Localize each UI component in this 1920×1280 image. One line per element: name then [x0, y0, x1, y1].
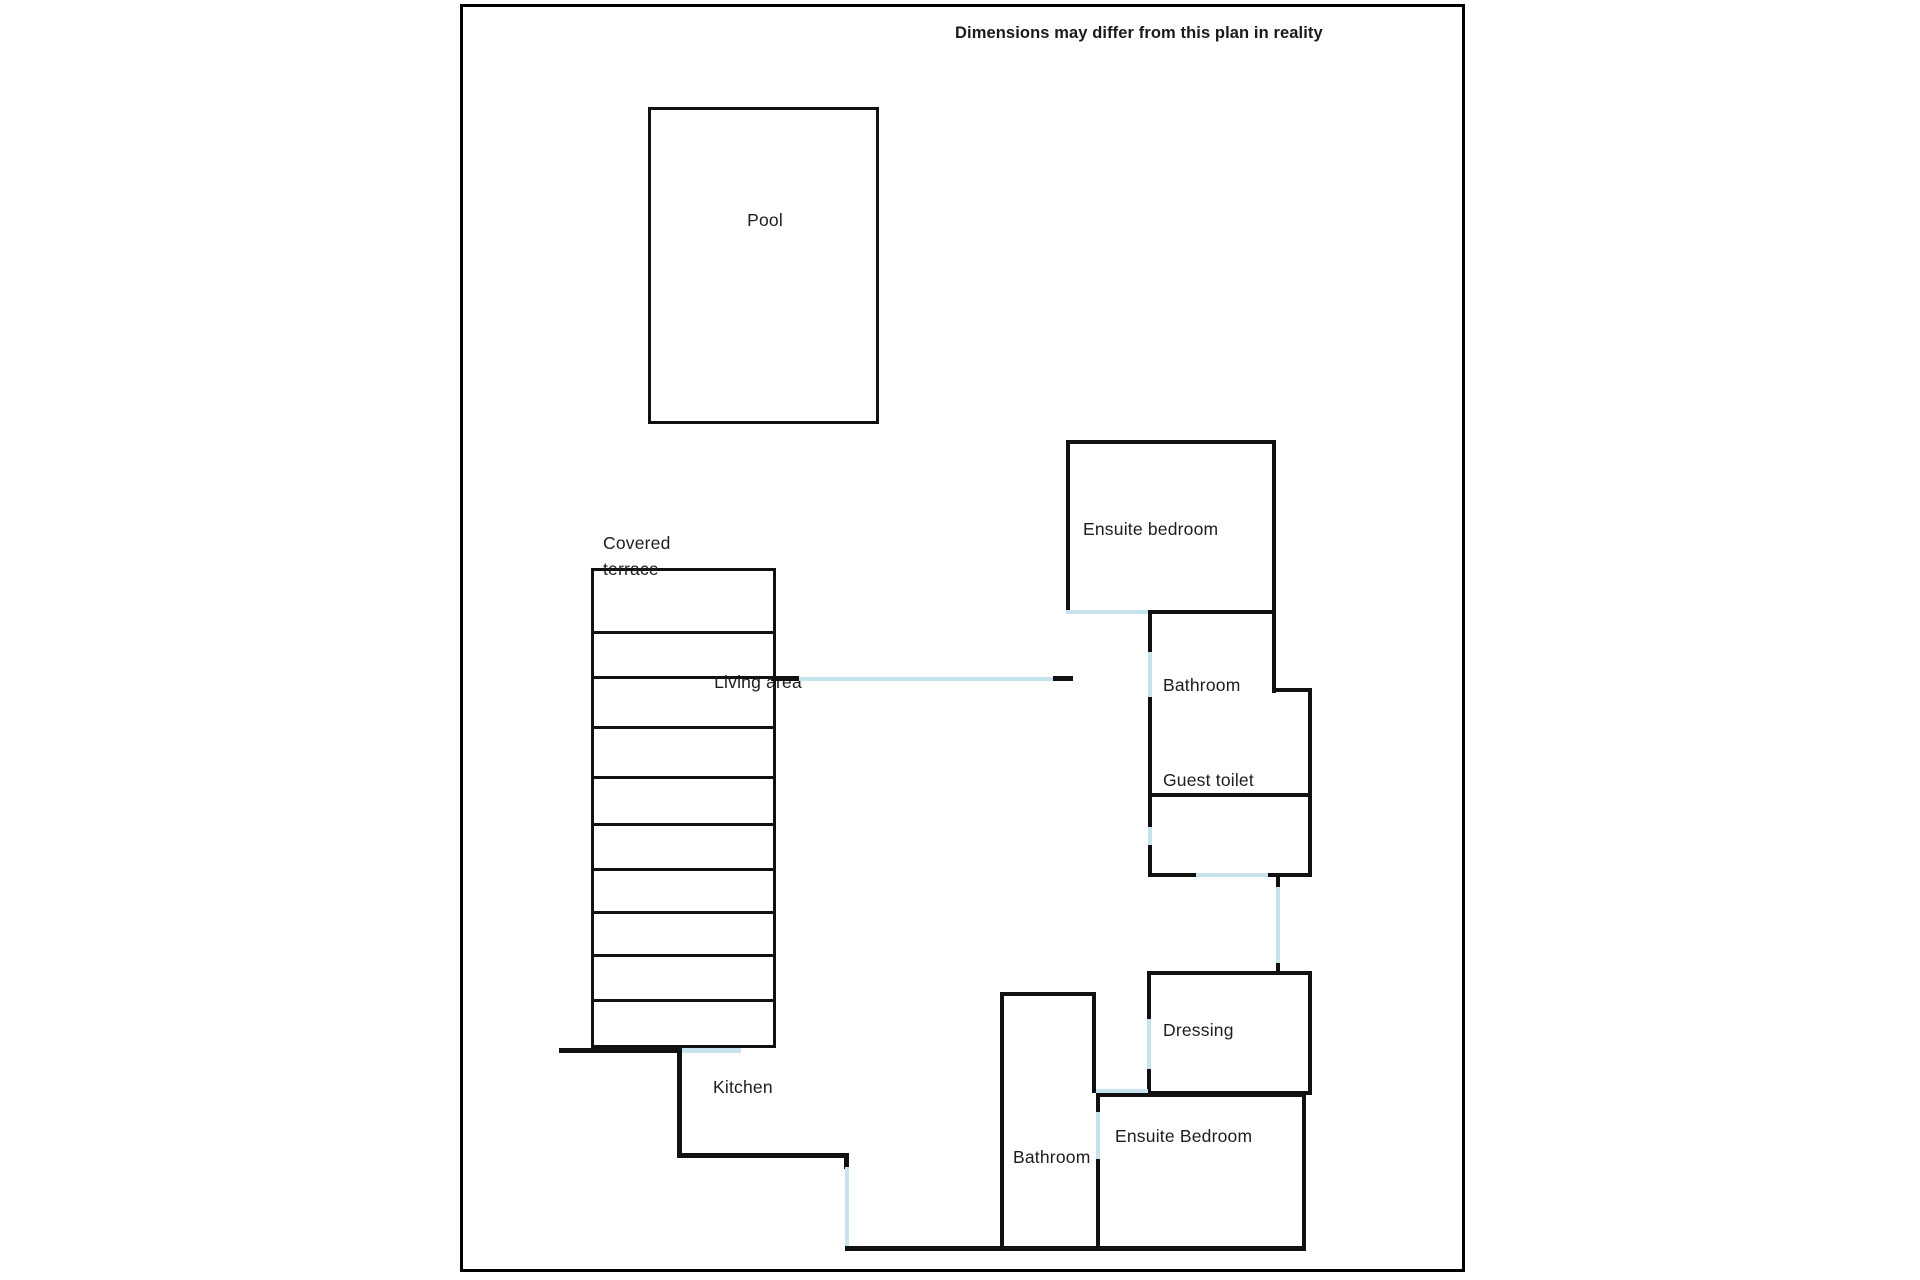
wall-dressing-north — [1147, 971, 1312, 975]
wall-ensuite-top-north — [1066, 440, 1276, 444]
terrace-slat — [594, 823, 773, 826]
corridor-terrace-to-bedroom — [799, 677, 1059, 681]
wall-bathroom-lower-south — [1000, 1246, 1096, 1251]
wall-kitchen-west — [677, 1048, 682, 1158]
room-label-pool: Pool — [747, 210, 783, 230]
wall-guest-toilet-south-a — [1148, 873, 1196, 877]
room-label-dressing: Dressing — [1163, 1020, 1234, 1040]
door-guest-toilet-west — [1148, 827, 1152, 849]
wall-bathroom-upper-east — [1308, 688, 1312, 796]
terrace-slat — [594, 868, 773, 871]
terrace-slat — [594, 676, 773, 679]
wall-bathroom-upper-south — [1148, 793, 1312, 797]
terrace-slat — [594, 911, 773, 914]
wall-living-south — [845, 1246, 1003, 1251]
wall-terrace-door-stub-right — [1053, 676, 1073, 681]
wall-dressing-west-a — [1147, 971, 1151, 1023]
wall-guest-toilet-west-b — [1148, 845, 1152, 877]
wall-bathroom-upper-step — [1272, 688, 1312, 692]
corridor-dressing-west-link — [1096, 1089, 1148, 1093]
corridor-guest-toilet-to-dressing — [1276, 887, 1280, 969]
wall-kitchen-north-left — [559, 1048, 681, 1053]
wall-ensuite-bottom-north — [1100, 1093, 1306, 1097]
room-label-living-area: Living area — [714, 672, 802, 692]
wall-ensuite-top-east — [1272, 440, 1276, 693]
wall-corridor-stub-bottom — [1276, 963, 1280, 975]
door-ensuite-bottom-west — [1096, 1112, 1100, 1162]
room-label-kitchen: Kitchen — [713, 1077, 773, 1097]
wall-bathroom-lower-east — [1092, 992, 1096, 1093]
room-label-guest-toilet: Guest toilet — [1163, 770, 1254, 790]
terrace-slat — [594, 776, 773, 779]
wall-terrace-door-stub-left — [771, 676, 799, 681]
wall-kitchen-south — [677, 1153, 849, 1158]
wall-ensuite-top-west — [1066, 440, 1070, 613]
door-bathroom-upper-west — [1148, 652, 1152, 702]
wall-bathroom-lower-west — [1000, 992, 1004, 1250]
room-label-bathroom-upper: Bathroom — [1163, 675, 1241, 695]
room-label-bathroom-lower: Bathroom — [1013, 1147, 1091, 1167]
plan-disclaimer-text: Dimensions may differ from this plan in … — [955, 24, 1323, 42]
wall-ensuite-bottom-south — [1096, 1246, 1306, 1251]
wall-dressing-east — [1308, 971, 1312, 1095]
wall-kitchen-east-stub — [844, 1153, 849, 1169]
wall-ensuite-bottom-west-a — [1096, 1093, 1100, 1117]
room-label-covered-terrace-line1: Covered — [603, 533, 671, 553]
room-covered-terrace — [591, 568, 776, 1048]
wall-dressing-west-b — [1147, 1069, 1151, 1095]
wall-ensuite-bottom-east — [1302, 1093, 1306, 1250]
room-pool — [648, 107, 879, 424]
room-label-ensuite-bedroom-top: Ensuite bedroom — [1083, 519, 1219, 539]
terrace-slat — [594, 999, 773, 1002]
wall-guest-toilet-east — [1308, 793, 1312, 877]
wall-ensuite-bottom-west-b — [1096, 1159, 1100, 1250]
wall-guest-toilet-west-a — [1148, 793, 1152, 833]
door-living-to-bathroom-upper — [1066, 610, 1148, 614]
wall-bathroom-upper-west-b — [1148, 697, 1152, 793]
door-kitchen-east — [845, 1167, 849, 1246]
terrace-slat — [594, 631, 773, 634]
door-dressing-west — [1147, 1019, 1151, 1075]
wall-corridor-stub-top — [1276, 873, 1280, 889]
wall-guest-toilet-south-b — [1268, 873, 1312, 877]
wall-bathroom-lower-north — [1000, 992, 1096, 996]
terrace-slat — [594, 954, 773, 957]
door-guest-toilet-south — [1196, 873, 1268, 877]
wall-ensuite-top-south — [1148, 610, 1276, 614]
room-label-ensuite-bedroom-bottom: Ensuite Bedroom — [1115, 1126, 1253, 1146]
plan-frame: Dimensions may differ from this plan in … — [460, 4, 1465, 1272]
room-label-covered-terrace-line2: terrace — [603, 559, 659, 579]
terrace-slat — [594, 726, 773, 729]
